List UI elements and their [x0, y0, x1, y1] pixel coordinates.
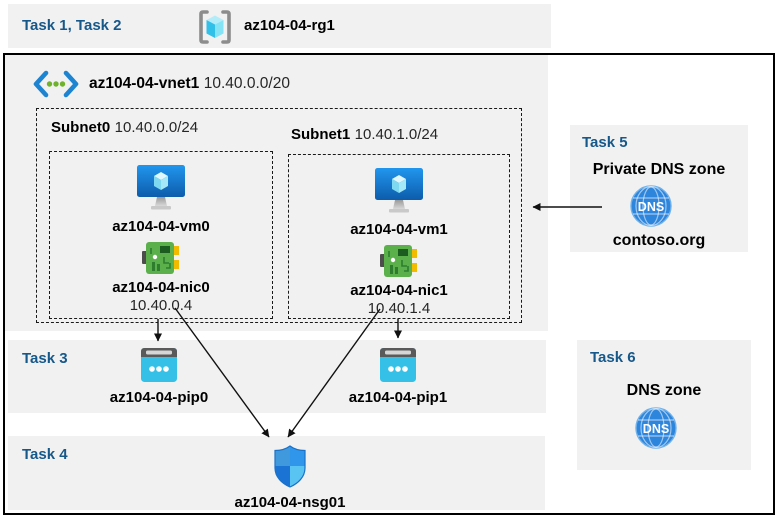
dns-zone-icon: DNS: [635, 407, 677, 449]
subnet1-vm-box: az104-04-vm1 az104-04-nic1 10.40.1.4: [288, 154, 510, 319]
task5-label: Task 5: [582, 134, 628, 151]
subnets-group: Subnet0 10.40.0.0/24 Subnet1 10.40.1.0/2…: [36, 108, 522, 323]
nic0-name: az104-04-nic0: [112, 279, 210, 296]
subnet1-name: Subnet1: [291, 126, 351, 143]
vm0-name: az104-04-vm0: [112, 218, 210, 235]
nic0-ip: 10.40.0.4: [129, 297, 193, 314]
nsg-shield-icon: [274, 445, 306, 488]
vm0-icon: [137, 165, 185, 210]
resource-group-bar: Task 1, Task 2 az104-04-rg1: [8, 4, 551, 48]
pip0-icon: [141, 348, 177, 382]
virtual-network-icon: [33, 70, 79, 98]
nic1-icon: [380, 245, 417, 277]
subnet0-vm-column: az104-04-vm0 az104-04-nic0 10.40.0.4: [50, 152, 272, 318]
nic0-icon: [142, 242, 179, 274]
subnet1-vm-column: az104-04-vm1 az104-04-nic1 10.40.1.4: [289, 155, 509, 318]
task4-panel: Task 4 az104-04-nsg01: [8, 436, 545, 511]
vnet-cidr: 10.40.0.0/20: [203, 75, 290, 92]
private-dns-zone-name: contoso.org: [612, 232, 706, 249]
resource-group-icon: [199, 10, 231, 44]
subnet0-name: Subnet0: [51, 119, 111, 136]
pip0-name: az104-04-pip0: [109, 389, 209, 406]
subnet0-cidr: 10.40.0.0/24: [114, 119, 199, 136]
vm1-icon: [375, 168, 423, 213]
subnet0-label: Subnet0 10.40.0.0/24: [51, 119, 198, 137]
task3-panel: Task 3 az104-04-pip0 az104-04-pip1: [8, 340, 546, 413]
dns-zone-title: DNS zone: [626, 382, 702, 399]
nic1-ip: 10.40.1.4: [367, 300, 431, 317]
vnet-header: az104-04-vnet1 10.40.0.0/20: [33, 69, 290, 99]
task4-label: Task 4: [22, 446, 68, 463]
resource-group-name: az104-04-rg1: [244, 17, 335, 34]
vnet-title: az104-04-vnet1 10.40.0.0/20: [89, 75, 290, 93]
vnet-container: az104-04-vnet1 10.40.0.0/20 Subnet0 10.4…: [5, 55, 548, 331]
private-dns-icon-text: DNS: [638, 200, 664, 214]
task3-label: Task 3: [22, 350, 68, 367]
nic1-name: az104-04-nic1: [350, 282, 448, 299]
task6-panel: Task 6 DNS zone DNS: [577, 340, 751, 470]
pip1-name: az104-04-pip1: [348, 389, 448, 406]
task6-label: Task 6: [590, 349, 636, 366]
nsg-name: az104-04-nsg01: [234, 494, 346, 511]
private-dns-icon: DNS: [630, 185, 672, 227]
task5-panel: Task 5 Private DNS zone DNS contoso.org: [570, 125, 748, 252]
private-dns-zone-title: Private DNS zone: [592, 161, 726, 178]
vnet-name: az104-04-vnet1: [89, 75, 200, 92]
pip1-icon: [380, 348, 416, 382]
vm1-name: az104-04-vm1: [350, 221, 448, 238]
subnet1-label: Subnet1 10.40.1.0/24: [291, 126, 438, 144]
nsg-group: az104-04-nsg01: [230, 444, 350, 511]
subnet1-cidr: 10.40.1.0/24: [354, 126, 439, 143]
task-1-2-label: Task 1, Task 2: [22, 17, 122, 34]
pip1-group: az104-04-pip1: [338, 347, 458, 406]
subnet0-vm-box: az104-04-vm0 az104-04-nic0 10.40.0.4: [49, 151, 273, 319]
pip0-group: az104-04-pip0: [99, 347, 219, 406]
dns-zone-icon-text: DNS: [643, 422, 669, 436]
